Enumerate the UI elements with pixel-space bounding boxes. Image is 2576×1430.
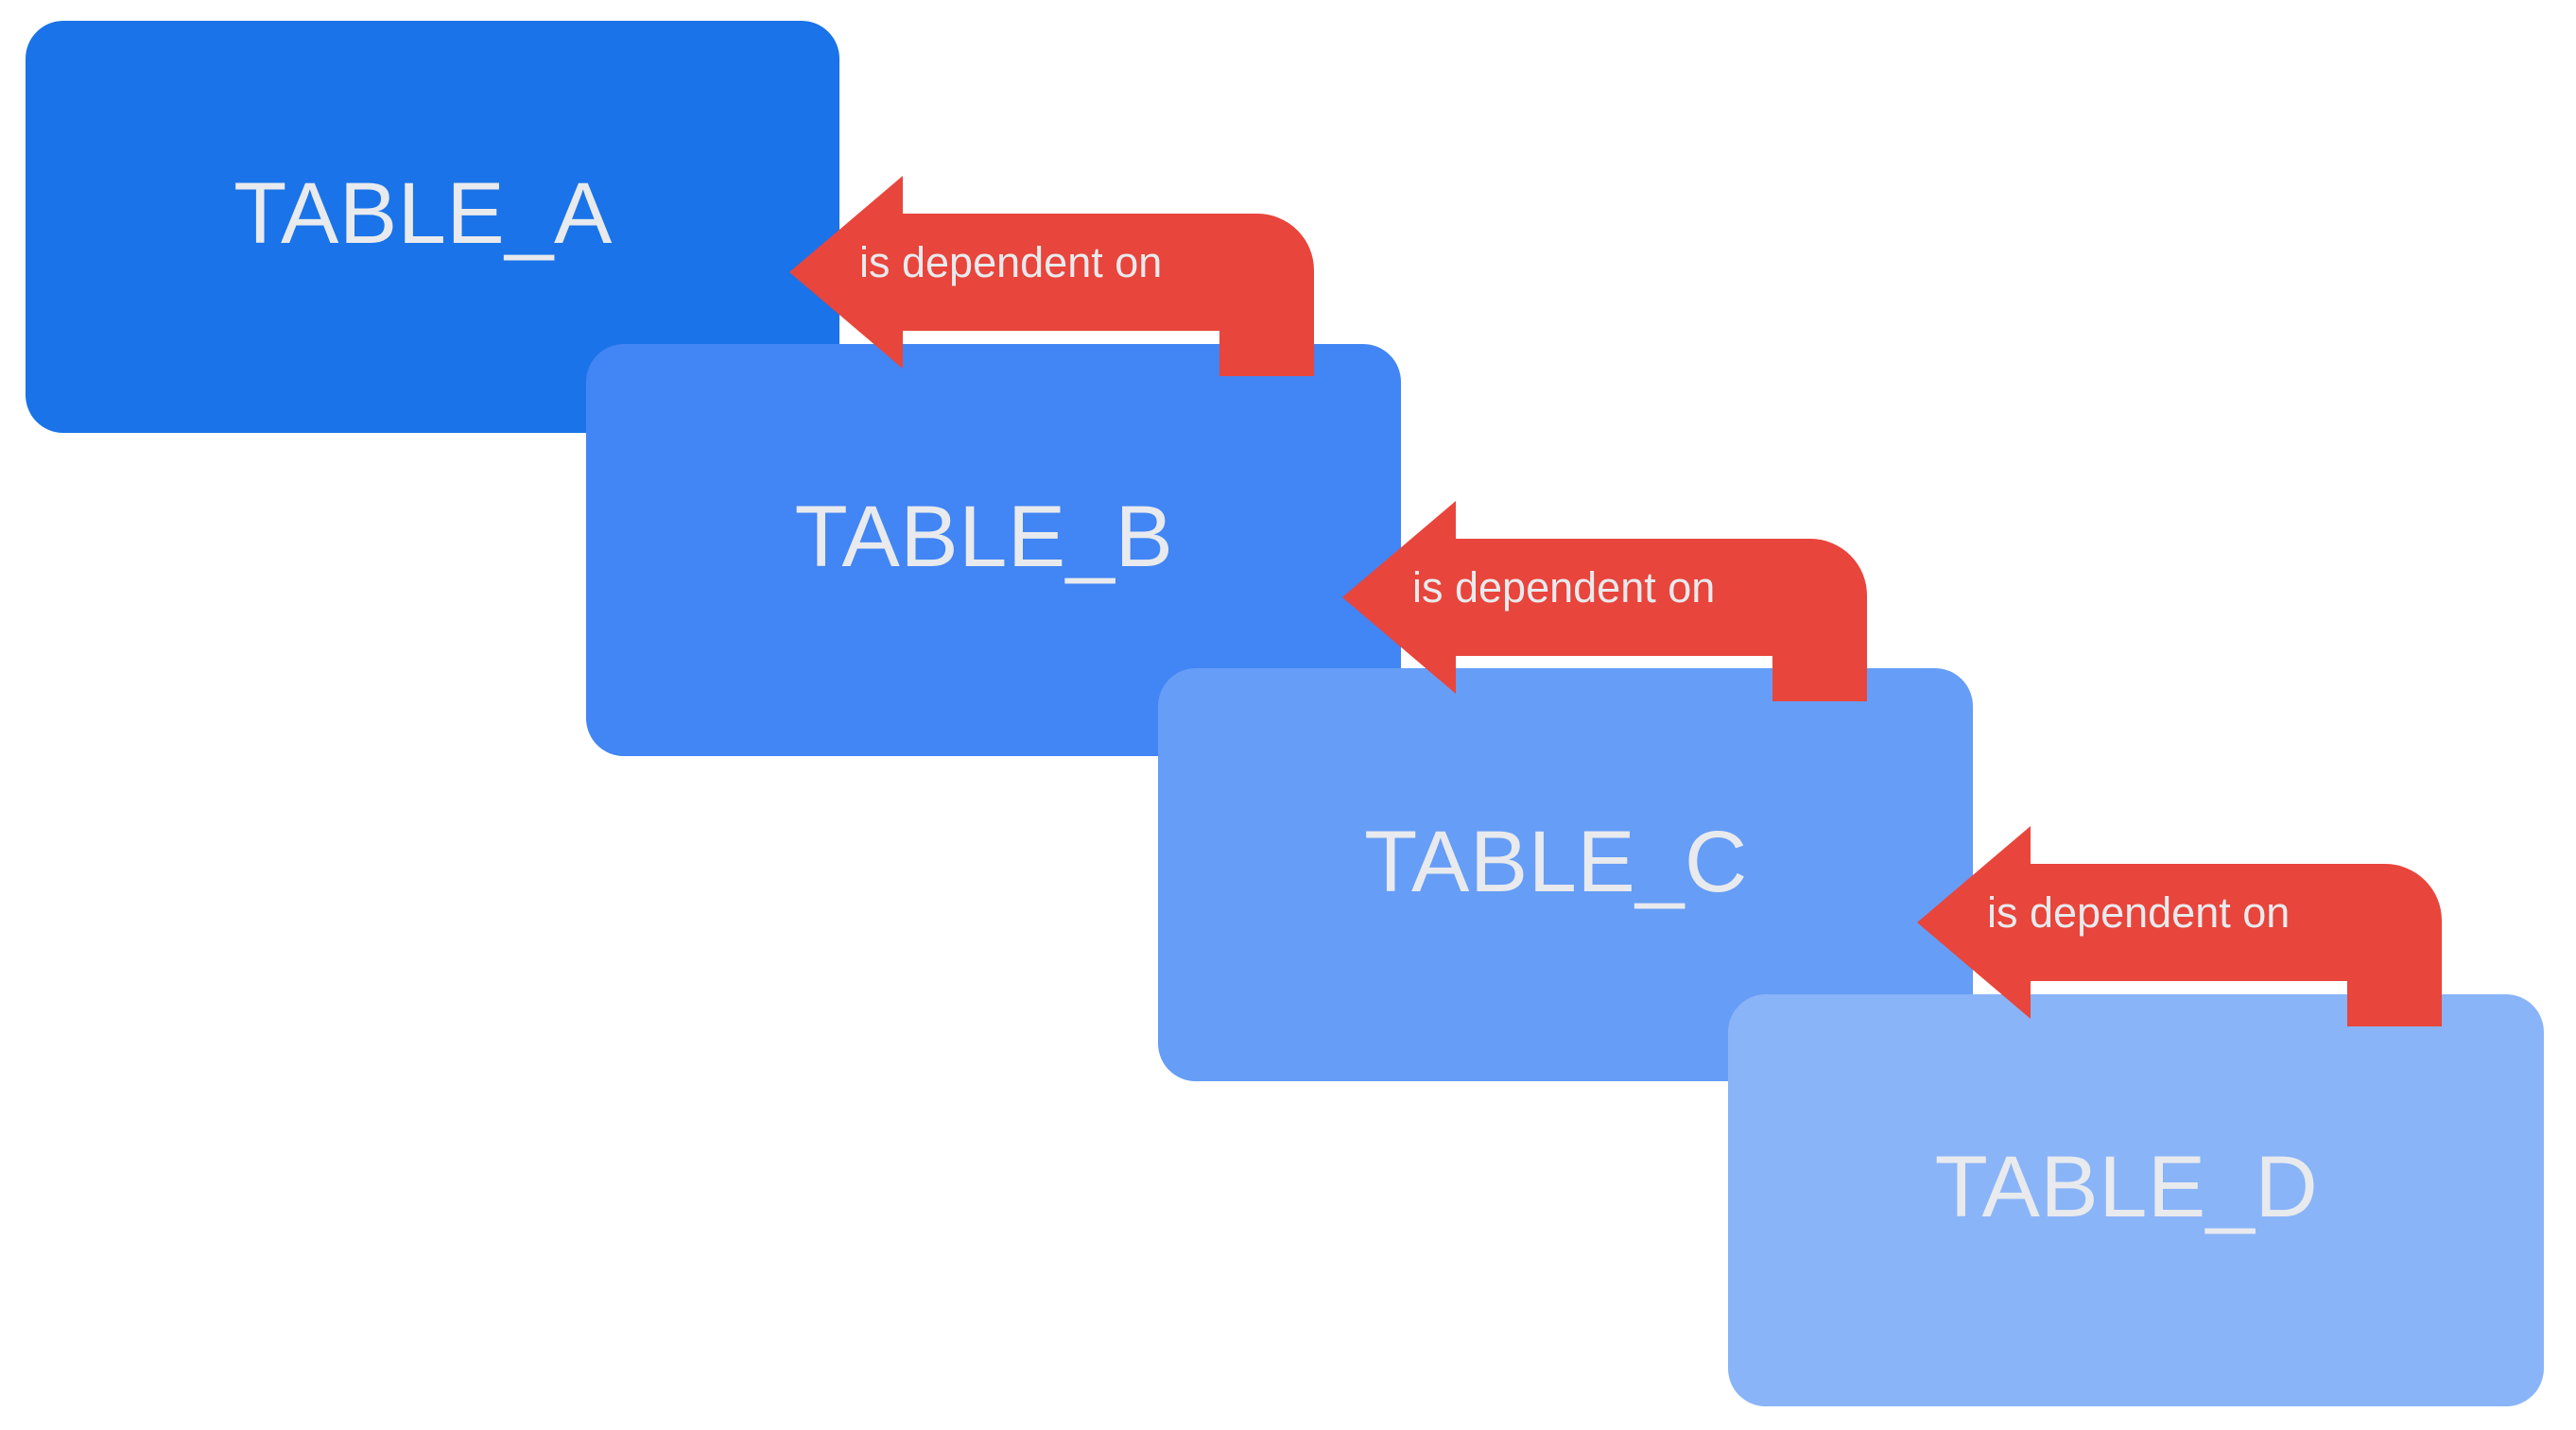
edge-label-is-dependent-on: is dependent on	[1987, 888, 2291, 937]
node-table-a[interactable]: TABLE_A	[26, 21, 839, 433]
edge-label-is-dependent-on: is dependent on	[1412, 563, 1716, 612]
node-label-table-d: TABLE_D	[1934, 1139, 2319, 1235]
node-label-table-b: TABLE_B	[794, 489, 1174, 585]
node-label-table-a: TABLE_A	[233, 165, 613, 262]
edge-label-is-dependent-on: is dependent on	[859, 238, 1163, 286]
node-table-d[interactable]: TABLE_D	[1728, 994, 2544, 1406]
node-label-table-c: TABLE_C	[1364, 813, 1748, 910]
